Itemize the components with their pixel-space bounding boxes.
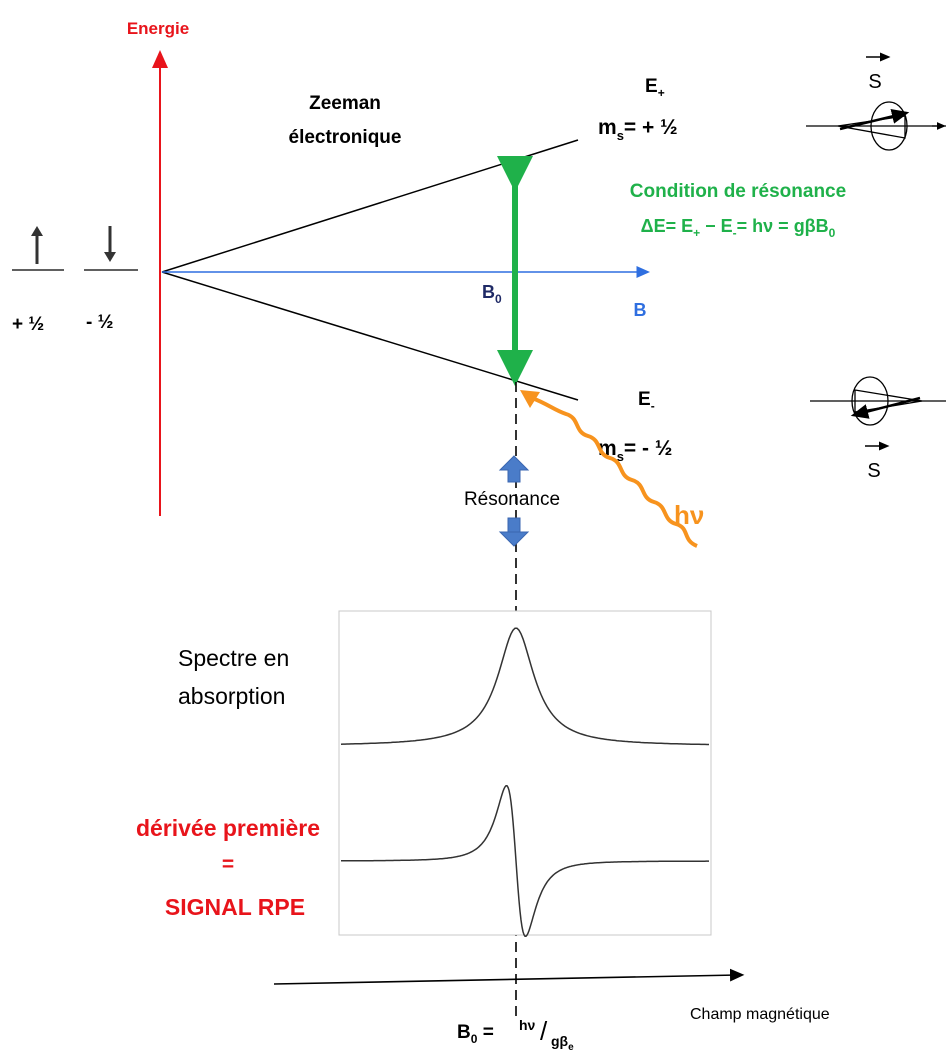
spin-up-state [12, 226, 64, 271]
lower-level-energy: E- [638, 389, 655, 413]
spin-state-down-label: - ½ [86, 312, 113, 333]
photon-wave [531, 396, 698, 548]
derivative-label-line2: = [222, 853, 234, 876]
photon-label: hν [674, 500, 704, 530]
svg-text:hν: hν [519, 1017, 536, 1033]
resonance-condition-equation: ΔE= E+ − E-= hν = gβB0 [641, 216, 836, 240]
spin-vector-down-label: S [865, 441, 890, 482]
derivative-curve [341, 785, 709, 937]
svg-text:S: S [867, 460, 880, 482]
lower-level-ms: ms= - ½ [598, 437, 672, 464]
spin-down-state [84, 226, 138, 271]
svg-text:/: / [540, 1016, 548, 1046]
zeeman-label-line2: électronique [289, 127, 402, 148]
svg-text:gβe: gβe [551, 1033, 574, 1052]
spectrum-panel [338, 610, 712, 936]
photon-arrowhead [520, 390, 540, 408]
resonance-condition-title: Condition de résonance [630, 181, 846, 202]
field-label: B [634, 300, 647, 320]
spin-state-up-label: + ½ [12, 314, 44, 335]
absorption-label-line2: absorption [178, 683, 285, 709]
b0-formula: B0 = hν / gβe [457, 1016, 574, 1052]
magnetic-field-axis [273, 968, 745, 985]
field-axis-label: Champ magnétique [690, 1006, 830, 1023]
zeeman-label-line1: Zeeman [309, 93, 381, 114]
b0-label: B0 [482, 282, 502, 306]
spin-precession-down-icon [810, 376, 946, 426]
absorption-curve [340, 627, 709, 746]
resonance-down-arrow-icon [498, 517, 530, 547]
resonance-up-arrow-icon [498, 455, 530, 483]
derivative-label-line1: dérivée première [136, 815, 320, 841]
svg-text:B0 =: B0 = [457, 1022, 494, 1046]
resonance-label: Résonance [464, 489, 560, 510]
spin-vector-up-label: S [866, 52, 891, 93]
absorption-label-line1: Spectre en [178, 645, 289, 671]
upper-level-energy: E+ [645, 76, 665, 100]
derivative-label-line3: SIGNAL RPE [165, 894, 305, 920]
svg-text:S: S [868, 71, 881, 93]
energy-axis-label: Energie [127, 19, 189, 38]
spin-precession-up-icon [806, 101, 946, 151]
upper-level-ms: ms= + ½ [598, 116, 678, 143]
